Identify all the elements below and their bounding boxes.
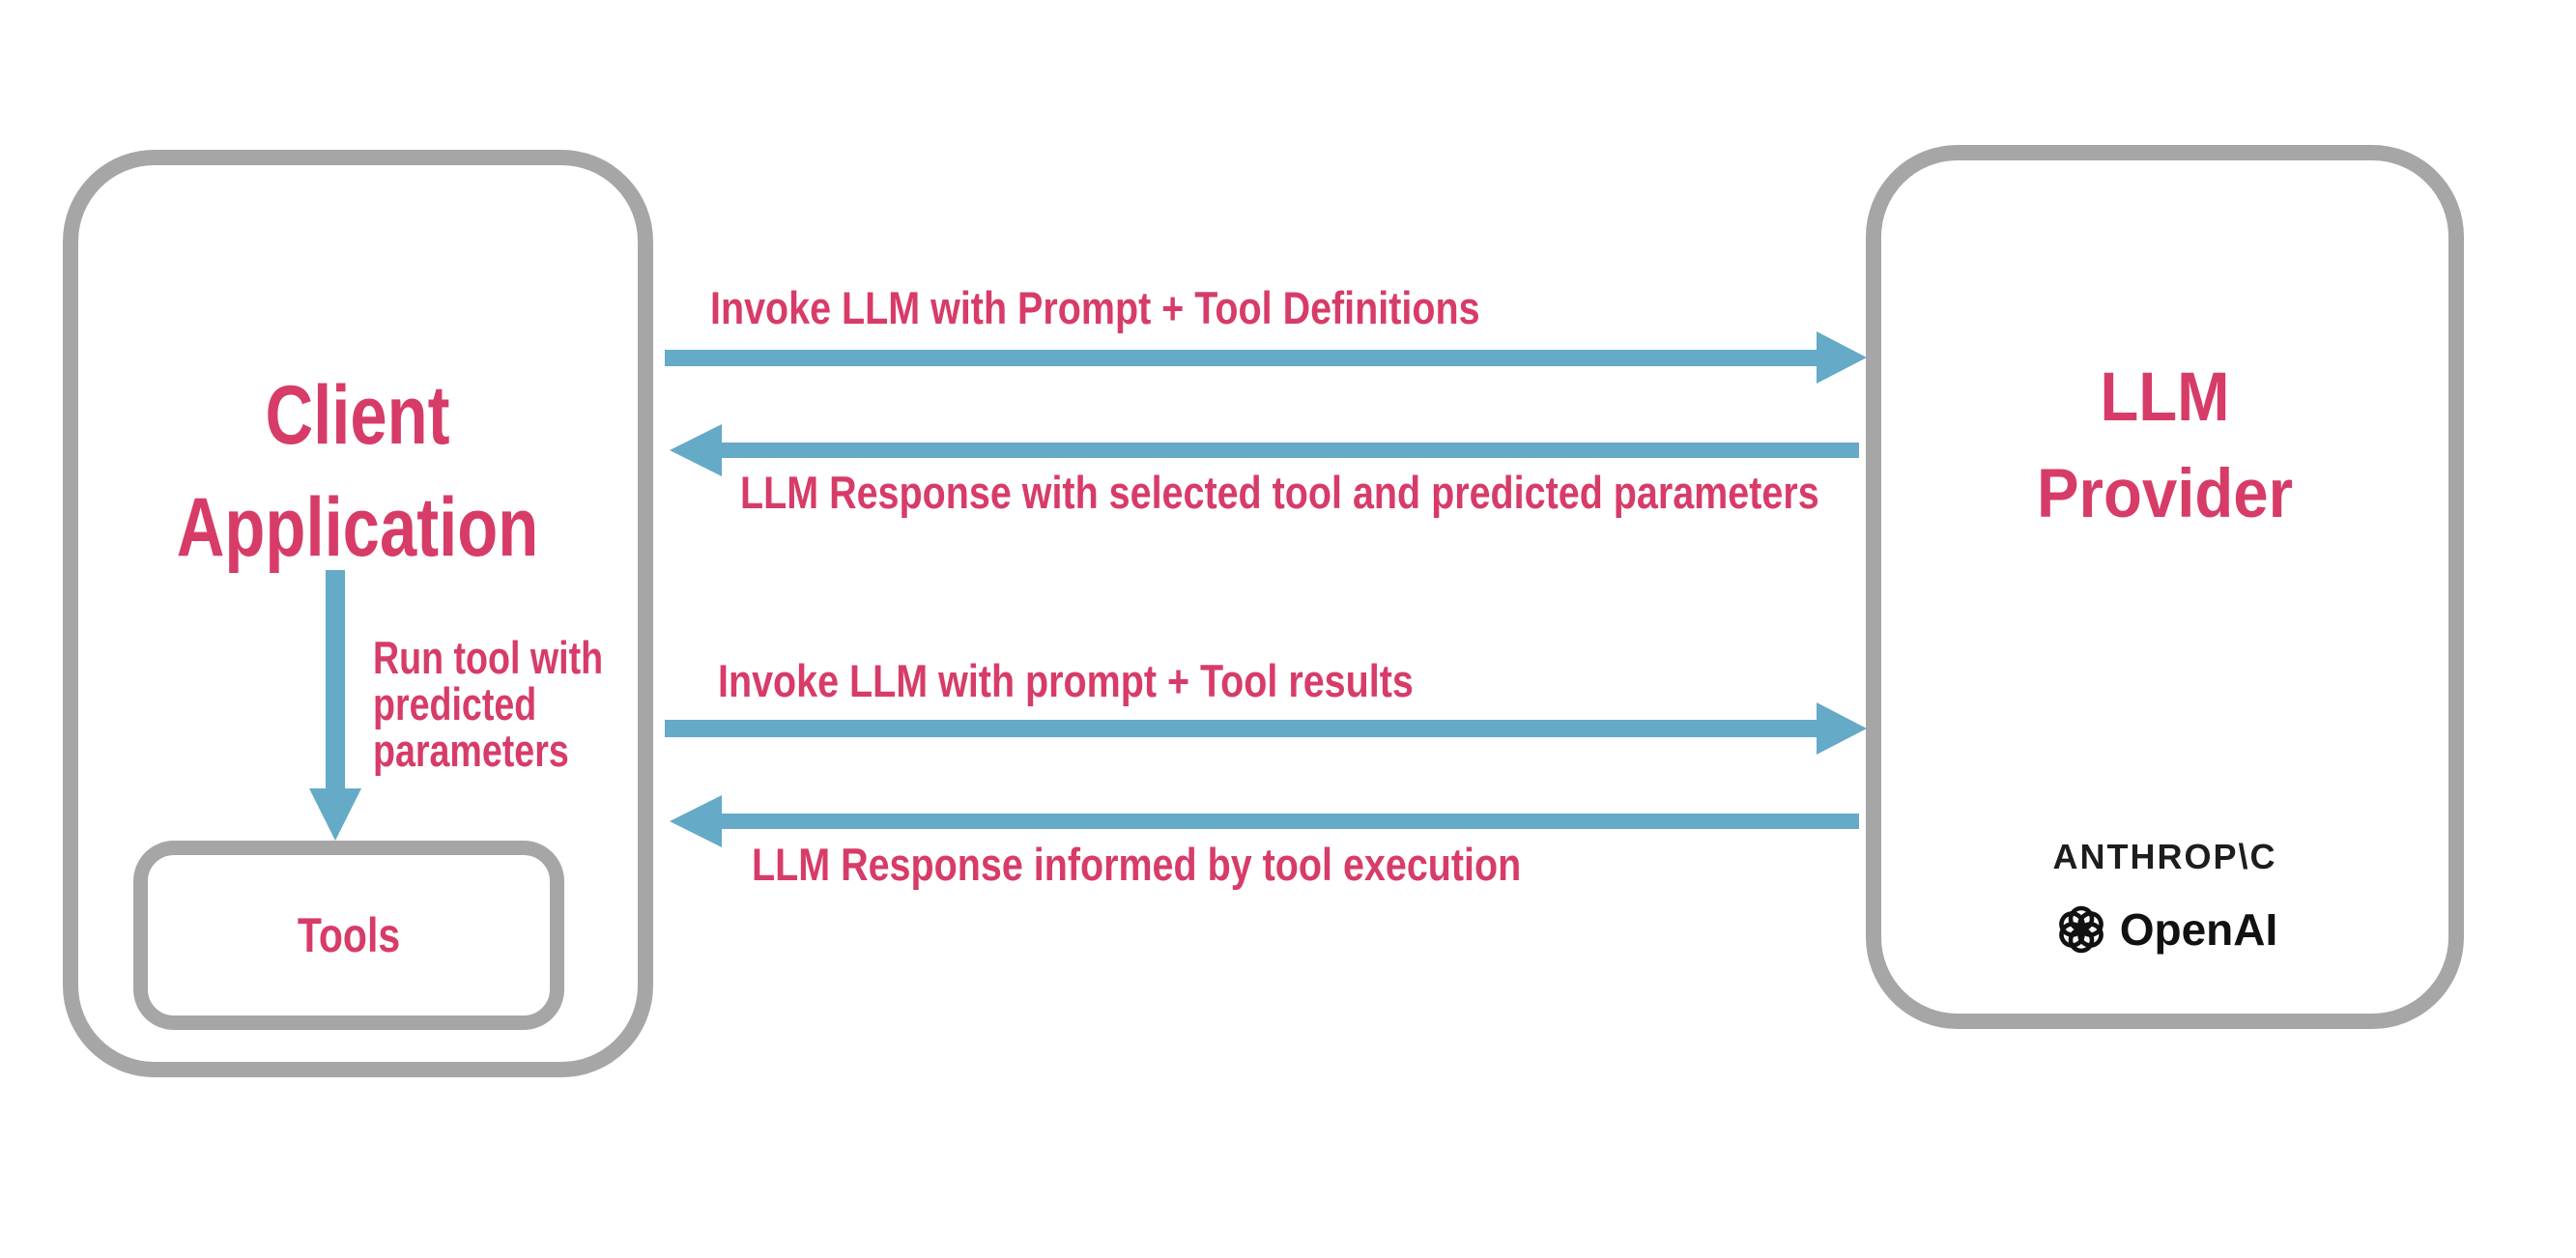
- arrow-response-informed: [722, 814, 1859, 829]
- llm-provider-box: [1866, 145, 2464, 1029]
- arrow-run-tool: [326, 570, 345, 790]
- arrow-head-down-icon: [309, 788, 361, 841]
- flow-label-invoke-with-results: Invoke LLM with prompt + Tool results: [718, 655, 1414, 706]
- tools-box: [133, 841, 564, 1030]
- run-tool-label: Run tool with predicted parameters: [373, 632, 604, 776]
- openai-blossom-icon: [2058, 905, 2104, 954]
- flow-label-invoke-with-definitions: Invoke LLM with Prompt + Tool Definition…: [710, 282, 1480, 333]
- arrow-head-right-icon: [1817, 702, 1867, 755]
- llm-provider-title: LLM Provider: [2036, 359, 2294, 532]
- flow-label-response-selected-tool: LLM Response with selected tool and pred…: [740, 467, 1819, 518]
- arrow-head-left-icon: [670, 424, 722, 476]
- arrow-head-right-icon: [1817, 331, 1867, 384]
- flow-label-response-informed: LLM Response informed by tool execution: [752, 839, 1522, 890]
- anthropic-logo: ANTHROP\C: [2052, 837, 2277, 876]
- openai-logo: OpenAI: [1866, 901, 2464, 958]
- arrow-invoke-definitions: [665, 350, 1817, 366]
- tools-label: Tools: [297, 908, 401, 962]
- arrow-head-left-icon: [670, 795, 722, 847]
- client-application-title: Client Application: [176, 369, 539, 574]
- arrow-invoke-results: [665, 720, 1817, 737]
- arrow-response-selected-tool: [722, 443, 1859, 458]
- openai-wordmark: OpenAI: [2119, 904, 2278, 955]
